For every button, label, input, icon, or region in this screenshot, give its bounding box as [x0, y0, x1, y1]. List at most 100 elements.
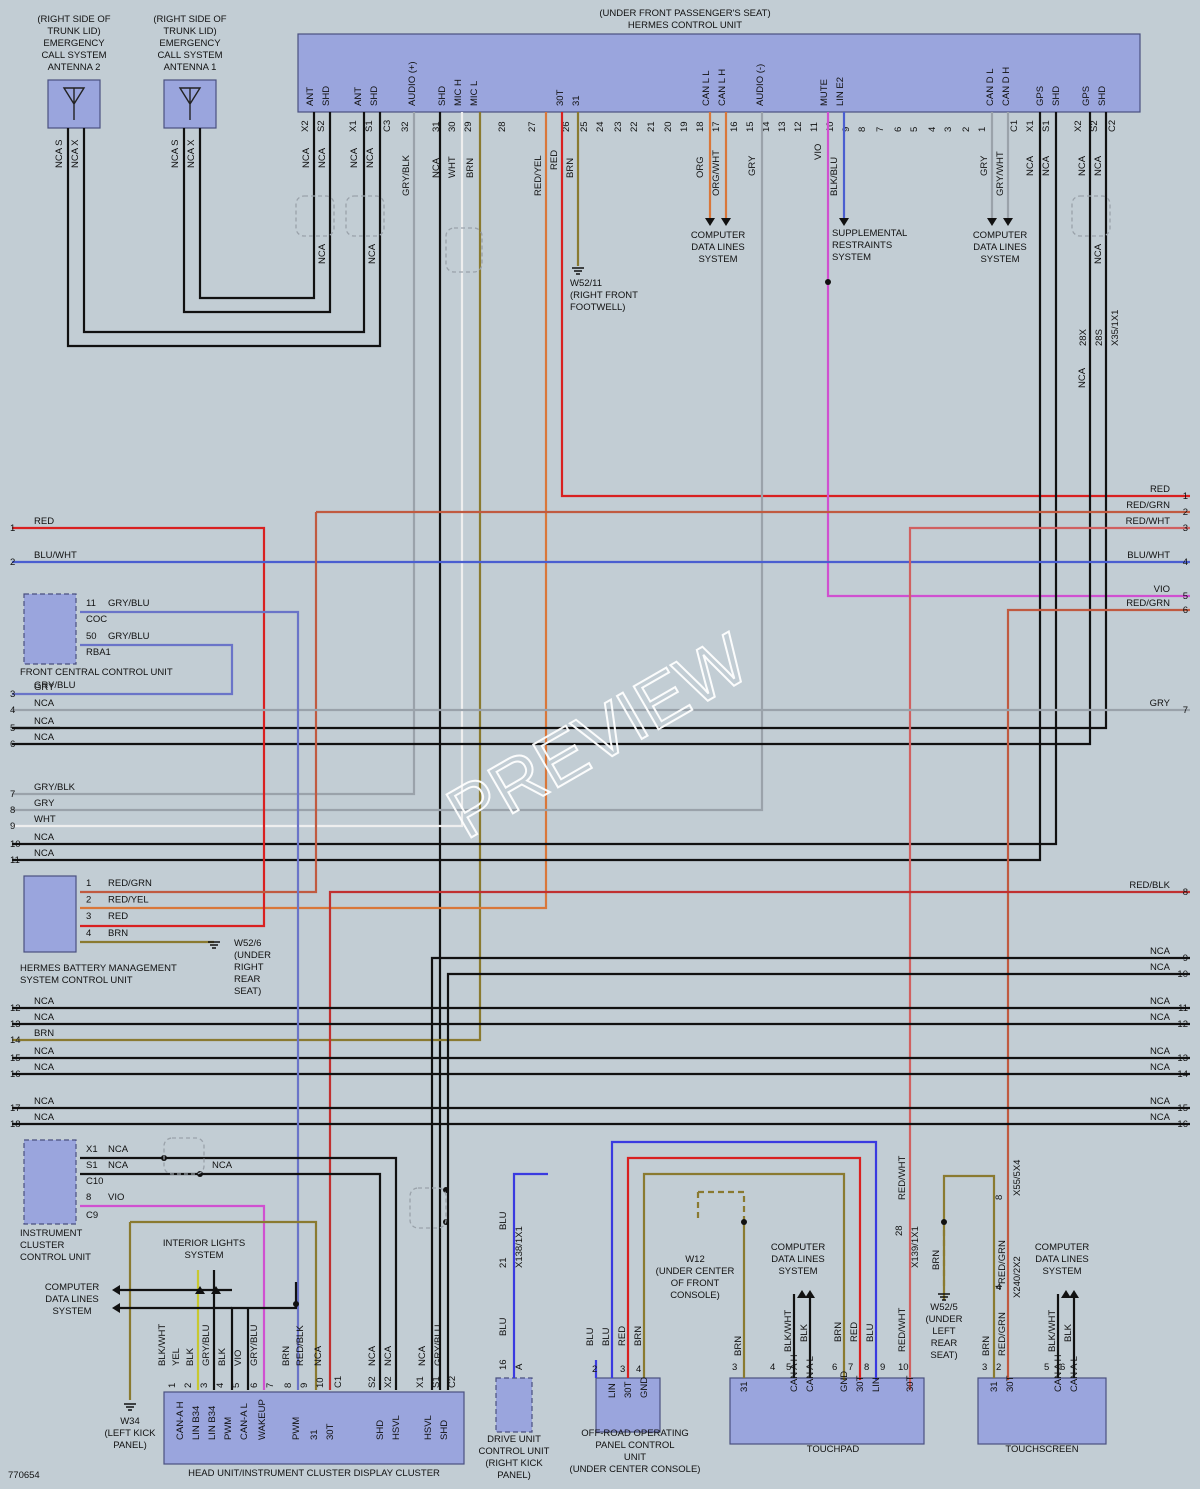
wire-color: GRY/BLU [108, 631, 150, 642]
touchpad-pin: 31 [739, 1381, 750, 1392]
hermes-pin-number: X2 [300, 120, 311, 132]
head-unit-pin-number: C1 [333, 1376, 344, 1388]
wire-paths [12, 112, 1190, 1411]
touchscreen-pin: 31 [989, 1381, 1000, 1392]
hermes-wire-color: BLK/BLU [829, 157, 840, 196]
hermes-wire-color: NCA [317, 243, 328, 264]
hermes-pin-number: 4 [927, 127, 938, 132]
wire-color: NCA [212, 1160, 233, 1171]
hermes-pin: CAN L L [701, 70, 712, 106]
pin-number: 50 [86, 631, 97, 642]
wire-color: NCA [108, 1160, 129, 1171]
pin-number: X1 [86, 1144, 98, 1155]
right-line-number: 7 [1183, 705, 1188, 716]
pin-number: 1 [86, 878, 91, 889]
antenna-pin-label: NCA X [186, 139, 197, 168]
offroad-wire-color: BLU [585, 1327, 596, 1346]
head-unit-pin: CAN-A H [175, 1401, 186, 1440]
wire [642, 1172, 846, 1380]
hermes-pin-number: 2 [961, 127, 972, 132]
left-line-number: 15 [10, 1053, 21, 1064]
wire [12, 112, 1092, 746]
hermes-pin-number: S2 [316, 120, 327, 132]
head-unit-pin-number: X1 [415, 1376, 426, 1388]
left-line-label: GRY/BLK [34, 782, 76, 793]
right-line-number: 15 [1177, 1103, 1188, 1114]
arrow-icon [1069, 1290, 1079, 1298]
touchpad-wire-color: BRN [733, 1336, 744, 1356]
offroad-pin-number: 2 [592, 1364, 597, 1375]
arrow-icon [805, 1290, 815, 1298]
shield-marker [445, 227, 483, 273]
ground-icon [938, 1293, 950, 1301]
wire [130, 1220, 318, 1390]
left-line-label: BLU/WHT [34, 550, 77, 561]
wire [230, 1282, 298, 1390]
pin-number: C10 [86, 1176, 103, 1187]
left-line-label: NCA [34, 716, 55, 727]
wire [446, 972, 1190, 1390]
left-line-number: 17 [10, 1103, 21, 1114]
shield-marker [295, 195, 335, 237]
head-unit-wire-color: GRY/BLU [433, 1324, 444, 1366]
wire [82, 112, 366, 334]
right-line-number: 4 [1183, 557, 1188, 568]
right-line-number: 11 [1178, 1003, 1188, 1014]
touchscreen-pin-number: 4 [996, 1282, 1001, 1293]
hermes-pin: SHD [1051, 86, 1062, 106]
hermes-pin-number: 24 [595, 121, 606, 132]
hermes-pin-number: X1 [348, 120, 359, 132]
pin-number: 4 [86, 928, 91, 939]
right-line-label: NCA [1150, 996, 1171, 1007]
head-unit-pin: 31 [309, 1429, 320, 1440]
offroad-wire-color: BLU [601, 1327, 612, 1346]
head-unit-wire-color: YEL [171, 1348, 182, 1366]
head-unit-pin: SHD [375, 1420, 386, 1440]
hermes-pin: CAN D H [1001, 67, 1012, 106]
hermes-pin-number: X2 [1073, 120, 1084, 132]
right-line-label: NCA [1150, 1062, 1171, 1073]
head-unit-wire-color: NCA [383, 1345, 394, 1366]
antenna-pin-label: NCA S [170, 139, 181, 168]
head-unit-pin: CAN-A L [239, 1403, 250, 1440]
right-line-number: 10 [1177, 969, 1188, 980]
head-unit-pin-number: 7 [265, 1383, 276, 1388]
right-line-label: NCA [1150, 1046, 1171, 1057]
shield-markers [163, 195, 1111, 1229]
left-line-label: NCA [34, 996, 55, 1007]
hermes-pin: ANT [305, 87, 316, 106]
touchscreen-wire-color: BRN [931, 1250, 942, 1270]
junction-dot [941, 1219, 947, 1225]
wire [328, 890, 1190, 1390]
hermes-pin-number: 8 [857, 127, 868, 132]
hermes-pin-number: 17 [711, 121, 722, 132]
hermes-pin: SHD [1097, 86, 1108, 106]
hermes-wire-color: NCA [317, 147, 328, 168]
junction-dot [293, 1301, 299, 1307]
hermes-pin-number: 18 [695, 121, 706, 132]
left-line-number: 16 [10, 1069, 21, 1080]
left-line-label: BRN [34, 1028, 54, 1039]
touchpad-pin-number: 9 [880, 1362, 885, 1373]
right-line-number: 16 [1177, 1119, 1188, 1130]
touchscreen-pin: CAN A L [1069, 1356, 1080, 1392]
touchpad-pin-number: 3 [732, 1362, 737, 1373]
arrow-icon [797, 1290, 807, 1298]
arrow-icon [1003, 218, 1013, 226]
hermes-control-unit [297, 33, 1141, 113]
right-line-label: RED/BLK [1129, 880, 1170, 891]
touchpad-pin: GND [839, 1371, 850, 1392]
hermes-wire-color: GRY/WHT [995, 151, 1006, 196]
connector-label: 4 [994, 1285, 1005, 1290]
touchpad-wire-color: BLU [865, 1323, 876, 1342]
antenna-pin-label: NCA X [70, 139, 81, 168]
head-unit-pin-number: 4 [215, 1383, 226, 1388]
right-line-number: 6 [1183, 605, 1188, 616]
